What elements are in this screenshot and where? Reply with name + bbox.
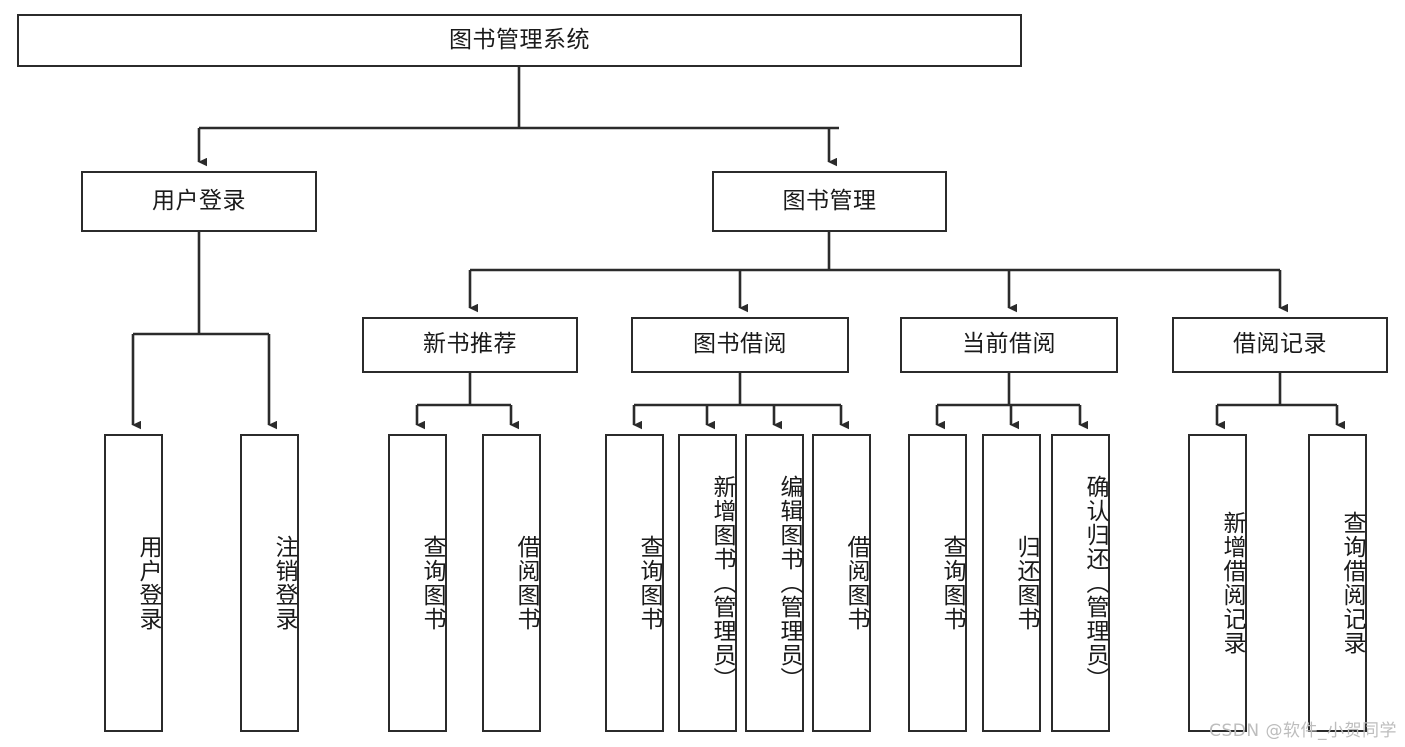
node-leaf-book-borrow-borrow[interactable]: 借阅图书 — [812, 434, 871, 732]
node-label: 借阅图书 — [843, 535, 869, 631]
node-book-borrow[interactable]: 图书借阅 — [631, 317, 849, 373]
node-label: 图书管理 — [782, 187, 877, 214]
node-label: 借阅记录 — [1233, 331, 1327, 358]
node-label: 查询图书 — [939, 535, 965, 631]
csdn-watermark: CSDN @软件_小贺同学 — [1209, 721, 1397, 741]
node-leaf-book-borrow-edit[interactable]: 编辑图书（管理员） — [745, 434, 804, 732]
node-leaf-current-borrow-query[interactable]: 查询图书 — [908, 434, 967, 732]
node-label: 编辑图书（管理员） — [776, 475, 802, 691]
node-borrow-record[interactable]: 借阅记录 — [1172, 317, 1388, 373]
node-new-book-recommend[interactable]: 新书推荐 — [362, 317, 578, 373]
node-label: 图书借阅 — [693, 331, 787, 358]
node-leaf-new-book-borrow[interactable]: 借阅图书 — [482, 434, 541, 732]
node-leaf-book-borrow-query[interactable]: 查询图书 — [605, 434, 664, 732]
node-label: 注销登录 — [271, 535, 297, 631]
node-label: 查询图书 — [419, 535, 445, 631]
node-label: 用户登录 — [152, 187, 246, 214]
node-leaf-new-book-query[interactable]: 查询图书 — [388, 434, 447, 732]
node-label: 查询借阅记录 — [1339, 511, 1365, 655]
node-leaf-borrow-record-query[interactable]: 查询借阅记录 — [1308, 434, 1367, 732]
node-label: 当前借阅 — [962, 331, 1056, 358]
node-leaf-book-borrow-add[interactable]: 新增图书（管理员） — [678, 434, 737, 732]
node-label: 图书管理系统 — [449, 26, 590, 53]
node-label: 归还图书 — [1013, 535, 1039, 631]
node-leaf-user-login-login[interactable]: 用户登录 — [104, 434, 163, 732]
node-label: 新书推荐 — [423, 331, 517, 358]
node-label: 新增借阅记录 — [1219, 511, 1245, 655]
node-label: 查询图书 — [636, 535, 662, 631]
node-label: 用户登录 — [135, 535, 161, 631]
node-current-borrow[interactable]: 当前借阅 — [900, 317, 1118, 373]
node-user-login[interactable]: 用户登录 — [81, 171, 317, 232]
node-label: 新增图书（管理员） — [709, 475, 735, 691]
node-leaf-current-borrow-confirm-return[interactable]: 确认归还（管理员） — [1051, 434, 1110, 732]
node-label: 借阅图书 — [513, 535, 539, 631]
node-leaf-borrow-record-add[interactable]: 新增借阅记录 — [1188, 434, 1247, 732]
node-leaf-current-borrow-return[interactable]: 归还图书 — [982, 434, 1041, 732]
node-label: 确认归还（管理员） — [1082, 475, 1108, 691]
node-leaf-user-login-logout[interactable]: 注销登录 — [240, 434, 299, 732]
node-book-management[interactable]: 图书管理 — [712, 171, 947, 232]
node-root-book-management-system[interactable]: 图书管理系统 — [17, 14, 1022, 67]
